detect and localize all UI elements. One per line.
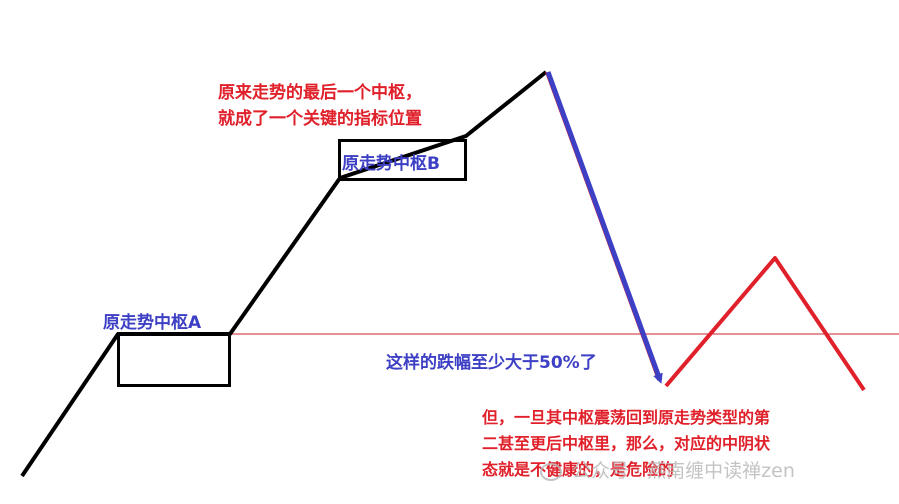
pivot-b-box (338, 139, 467, 181)
bottom-note-line-2: 二甚至更后中枢里，那么，对应的中阴状 (482, 434, 771, 453)
drop-arrow-line (545, 71, 663, 384)
drop-note: 这样的跌幅至少大于50%了 (386, 353, 597, 373)
wechat-icon (540, 462, 562, 481)
watermark: 公众号 · 燕南缠中读禅zen (540, 456, 795, 483)
top-note-line-2: 就成了一个关键的指标位置 (218, 109, 422, 129)
up-trend-line (20, 70, 548, 478)
bottom-note-line-3: 态就是不健康的，是危险的 (482, 460, 675, 479)
top-note-line-1: 原来走势的最后一个中枢， (218, 83, 422, 103)
rebound-line (664, 256, 866, 392)
bottom-note-line-1: 但，一旦其中枢震荡回到原走势类型的第 (482, 408, 771, 427)
pivot-b-label: 原走势中枢B (342, 154, 440, 174)
watermark-text: 公众号 · 燕南缠中读禅zen (572, 460, 795, 482)
pivot-a-label: 原走势中枢A (103, 313, 202, 333)
pivot-a-box (117, 333, 231, 387)
